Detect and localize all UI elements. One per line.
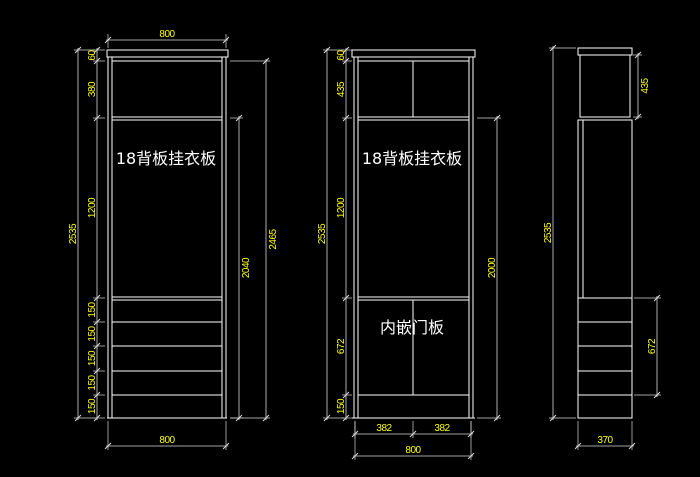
left-front-elevation: 18背板挂衣板	[106, 49, 229, 419]
dimension-value: 150	[87, 350, 98, 366]
dimension-tick	[93, 367, 101, 375]
side-overall-height-dimension: 2535	[543, 44, 576, 422]
dimension-value: 380	[87, 81, 98, 97]
dimension-value: 150	[87, 325, 98, 341]
middle-right-height-dimension: 2000	[477, 114, 501, 422]
dimension-tick	[409, 430, 417, 438]
dimension-tick	[93, 318, 101, 326]
dimension-value: 672	[336, 338, 347, 354]
dimension-tick	[574, 442, 582, 450]
dimension-tick	[93, 391, 101, 399]
left-bottom-width-dimension: 800	[104, 421, 230, 450]
middle-overall-height-dimension: 2535	[317, 46, 344, 422]
dimension-value: 382	[376, 423, 392, 434]
dimension-tick	[628, 442, 636, 450]
body-outline	[577, 119, 633, 419]
dimension-value: 60	[87, 50, 98, 61]
side-drawer-height-dimension: 672	[634, 294, 661, 399]
dimension-tick	[222, 442, 230, 450]
dimension-value: 150	[336, 398, 347, 414]
dimension-value: 1200	[336, 197, 347, 218]
dimension-tick	[93, 114, 101, 122]
dimension-tick	[342, 114, 350, 122]
dimension-value: 2040	[241, 257, 252, 278]
dimension-tick	[549, 414, 557, 422]
dimension-tick	[653, 391, 661, 399]
dimensions: 800 60 380 1200 150 150 150 150 150 2535 2465 2040 8…	[68, 29, 661, 460]
dimension-tick	[351, 452, 359, 460]
side-elevation	[577, 47, 633, 419]
dimension-value: 150	[87, 398, 98, 414]
dimension-tick	[634, 113, 642, 121]
dimension-value: 1200	[87, 197, 98, 218]
dimension-tick	[467, 452, 475, 460]
dimension-tick	[493, 114, 501, 122]
side-top-box-height-dimension: 435	[633, 51, 651, 121]
dimension-value: 2535	[543, 222, 554, 243]
dimension-tick	[493, 414, 501, 422]
middle-height-chain-dimension: 60 435 1200 672 150	[336, 46, 352, 422]
dimension-value: 370	[597, 435, 613, 446]
dimension-value: 150	[87, 301, 98, 317]
dimension-tick	[323, 414, 331, 422]
left-right-outer-height-dimension: 2465	[230, 57, 279, 422]
dimension-tick	[342, 391, 350, 399]
dimension-value: 60	[336, 50, 347, 61]
dimension-tick	[549, 44, 557, 52]
top-cap	[106, 49, 229, 58]
dimension-value: 2465	[268, 228, 279, 249]
left-overall-height-dimension: 2535	[68, 46, 95, 422]
dimension-value: 2535	[68, 223, 79, 244]
dimension-tick	[235, 114, 243, 122]
middle-front-elevation: 18背板挂衣板 内嵌门板	[351, 49, 476, 419]
side-depth-dimension: 370	[574, 421, 636, 450]
dimension-tick	[342, 46, 350, 54]
top-box	[579, 54, 631, 118]
dimension-tick	[222, 36, 230, 44]
dimension-tick	[342, 414, 350, 422]
dimension-value: 2000	[487, 257, 498, 278]
panel-label: 18背板挂衣板	[116, 149, 216, 168]
left-height-chain-dimension: 60 380 1200 150 150 150 150 150	[87, 46, 105, 422]
left-top-width-dimension: 800	[104, 29, 230, 48]
dimension-tick	[342, 57, 350, 65]
door-label: 内嵌门板	[380, 318, 444, 337]
dimension-value: 435	[336, 81, 347, 97]
dimension-tick	[342, 294, 350, 302]
dimension-tick	[634, 51, 642, 59]
dimension-tick	[93, 46, 101, 54]
dimension-tick	[323, 46, 331, 54]
dimension-tick	[653, 294, 661, 302]
middle-overall-width-dimension: 800	[351, 421, 475, 460]
dimension-tick	[104, 36, 112, 44]
dimension-value: 382	[434, 423, 450, 434]
dimension-tick	[93, 342, 101, 350]
panel-label: 18背板挂衣板	[362, 149, 462, 168]
dimension-tick	[74, 414, 82, 422]
dimension-value: 800	[159, 29, 175, 40]
dimension-tick	[262, 414, 270, 422]
dimension-value: 435	[640, 77, 651, 93]
dimension-tick	[235, 414, 243, 422]
dimension-tick	[93, 57, 101, 65]
left-right-inner-height-dimension: 2040	[230, 114, 252, 422]
dimension-tick	[93, 414, 101, 422]
dimension-tick	[93, 294, 101, 302]
dimension-value: 672	[647, 338, 658, 354]
top-cap	[577, 47, 633, 56]
dimension-tick	[74, 46, 82, 54]
middle-door-width-dimension: 382 382	[351, 421, 475, 438]
top-cap	[351, 49, 476, 58]
dimension-value: 800	[159, 435, 175, 446]
dimension-tick	[262, 57, 270, 65]
dimension-tick	[104, 442, 112, 450]
dimension-value: 150	[87, 374, 98, 390]
dimension-value: 2535	[317, 223, 328, 244]
dimension-value: 800	[405, 445, 421, 456]
